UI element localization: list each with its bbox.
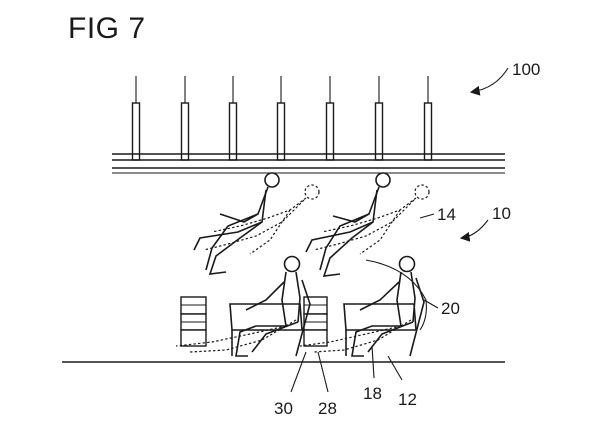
leader-lines	[290, 67, 509, 393]
ceiling-rod	[276, 76, 286, 161]
ref-100: 100	[512, 60, 540, 79]
ref-18: 18	[363, 384, 382, 403]
ceiling-rod	[131, 76, 141, 161]
ceiling-structure	[112, 153, 505, 174]
seat-stack-middle	[303, 296, 328, 347]
ceiling-rod	[423, 76, 433, 161]
lower-passenger-right	[299, 255, 427, 357]
ref-14: 14	[437, 205, 456, 224]
ceiling-rod	[325, 76, 335, 161]
ref-20: 20	[441, 299, 460, 318]
upper-passenger-right	[305, 172, 430, 277]
figure-title: FIG 7	[68, 12, 146, 45]
ceiling-rod	[228, 76, 238, 161]
ref-10: 10	[492, 204, 511, 223]
upper-passenger-left	[193, 172, 320, 275]
ref-12: 12	[398, 390, 417, 409]
lower-passenger-left	[175, 255, 311, 357]
ceiling-rods	[131, 76, 433, 161]
ceiling-rod	[180, 76, 190, 161]
ref-30: 30	[274, 399, 293, 418]
seat-stack-left	[180, 296, 207, 347]
ref-28: 28	[318, 399, 337, 418]
ceiling-rod	[374, 76, 384, 161]
